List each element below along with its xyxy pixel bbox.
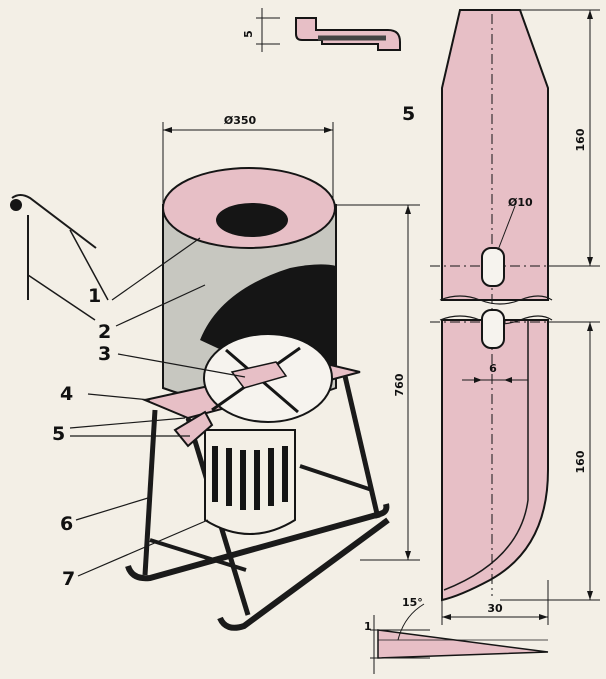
wire-detail	[10, 194, 109, 321]
edge-angle-label: 15°	[402, 596, 423, 609]
hole-diameter-label: Ø10	[508, 196, 533, 209]
callout-labels: 1 2 3 4 5 6 7 5	[52, 103, 415, 590]
callout-4: 4	[60, 383, 73, 405]
hole-spacing-label: 6	[489, 362, 497, 375]
callout-3: 3	[98, 343, 111, 365]
profile-thickness-label: 5	[242, 30, 255, 38]
blade-detail: Ø10 6 160 160 30 1 15°	[364, 9, 600, 674]
blade-lower-length-label: 160	[574, 450, 587, 473]
edge-thickness-label: 1	[364, 620, 372, 633]
callout-7: 7	[62, 568, 75, 590]
diameter-label: Ø350	[224, 114, 257, 127]
blade-width-label: 30	[487, 602, 503, 615]
height-label: 760	[393, 373, 406, 396]
machine-drawing: Ø350 760	[69, 114, 420, 631]
callout-6: 6	[60, 513, 73, 535]
callout-5: 5	[52, 423, 65, 445]
callout-2: 2	[98, 321, 111, 343]
profile-detail: 5	[242, 8, 401, 52]
motor-fins	[212, 446, 288, 510]
callout-1: 1	[88, 285, 101, 307]
figure-number: 5	[402, 103, 415, 125]
blade-upper-length-label: 160	[574, 128, 587, 151]
